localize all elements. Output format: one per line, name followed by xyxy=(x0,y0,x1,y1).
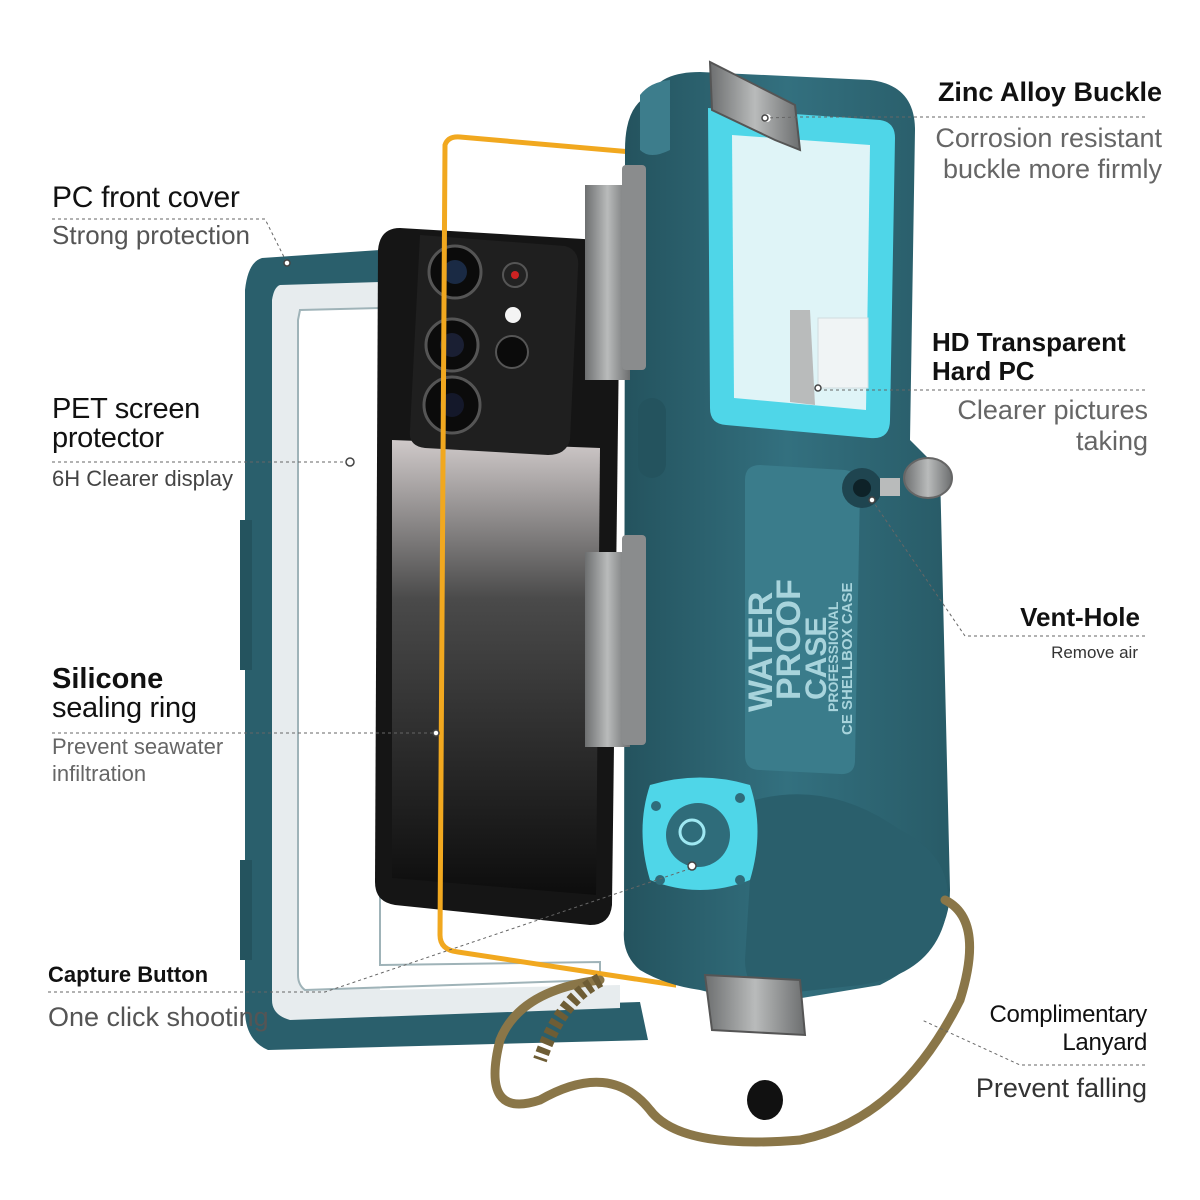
callout-pet-screen-desc: 6H Clearer display xyxy=(52,466,233,491)
panel-text-water: WATER xyxy=(742,592,780,712)
side-slot xyxy=(638,398,666,478)
callout-silicone-ring: Silicone sealing ring Prevent seawater i… xyxy=(52,664,223,787)
callout-lanyard-title-1: Complimentary xyxy=(989,1001,1148,1028)
callout-silicone-ring-title-1: Silicone xyxy=(52,663,164,695)
callout-pet-screen-title-2: protector xyxy=(52,422,164,454)
callout-vent-hole-title: Vent-Hole xyxy=(1020,602,1140,632)
bottom-clip xyxy=(703,973,807,1037)
callout-vent-hole: Vent-Hole xyxy=(1020,603,1140,632)
callout-pc-front-cover: PC front cover Strong protection xyxy=(52,183,250,251)
panel-text-case: CASE xyxy=(800,617,833,700)
callout-dots xyxy=(283,114,876,871)
callout-hd-transparent-desc: Clearer pictures taking xyxy=(957,395,1148,457)
callout-lanyard-desc: Prevent falling xyxy=(975,1073,1147,1103)
callout-hd-transparent-title-2: Hard PC xyxy=(932,356,1035,386)
callout-pet-screen: PET screen protector 6H Clearer display xyxy=(52,395,233,492)
smartphone xyxy=(375,228,620,925)
lanyard xyxy=(490,895,975,1147)
callout-capture-button-title: Capture Button xyxy=(48,962,209,987)
callout-hd-transparent: HD Transparent Hard PC xyxy=(932,328,1126,386)
callout-zinc-buckle-desc-1: Corrosion resistant xyxy=(935,123,1162,153)
callout-vent-hole-desc-wrap: Remove air xyxy=(1051,643,1138,663)
callout-pc-front-cover-desc: Strong protection xyxy=(52,220,251,250)
callout-capture-button: Capture Button One click shooting xyxy=(48,962,269,1033)
hinge-bottom xyxy=(585,535,646,747)
callout-zinc-buckle-title: Zinc Alloy Buckle xyxy=(937,77,1162,107)
case-label-panel: WATER PROOF CASE PROFESSIONAL CE SHELLBO… xyxy=(742,465,860,775)
callout-capture-button-desc: One click shooting xyxy=(48,1002,269,1032)
callout-lanyard: Complimentary Lanyard Prevent falling xyxy=(976,1001,1147,1104)
callout-vent-hole-desc: Remove air xyxy=(1051,643,1138,662)
pc-front-cover-frame xyxy=(240,250,648,1050)
callout-hd-transparent-title-1: HD Transparent xyxy=(932,327,1126,357)
hd-transparent-window xyxy=(708,108,895,439)
callout-hd-transparent-desc-2: taking xyxy=(1075,426,1148,456)
callout-silicone-ring-desc-2: infiltration xyxy=(52,761,147,786)
callout-zinc-buckle-desc-2: buckle more firmly xyxy=(942,154,1162,184)
capture-button xyxy=(642,777,758,890)
callout-zinc-buckle: Zinc Alloy Buckle Corrosion resistant bu… xyxy=(935,78,1162,185)
panel-text-professional: PROFESSIONAL xyxy=(825,601,841,712)
callout-silicone-ring-desc-1: Prevent seawater xyxy=(52,734,224,759)
panel-text-shellbox: CE SHELLBOX CASE xyxy=(839,582,856,735)
hinge-top xyxy=(585,165,646,380)
callout-silicone-ring-title-2: sealing ring xyxy=(52,692,197,724)
callout-lanyard-title-2: Lanyard xyxy=(1062,1029,1147,1056)
callout-pc-front-cover-title: PC front cover xyxy=(52,181,240,214)
panel-text-proof: PROOF xyxy=(770,579,808,700)
callout-pet-screen-title-1: PET screen xyxy=(52,393,200,425)
callout-hd-transparent-desc-1: Clearer pictures xyxy=(957,395,1148,425)
